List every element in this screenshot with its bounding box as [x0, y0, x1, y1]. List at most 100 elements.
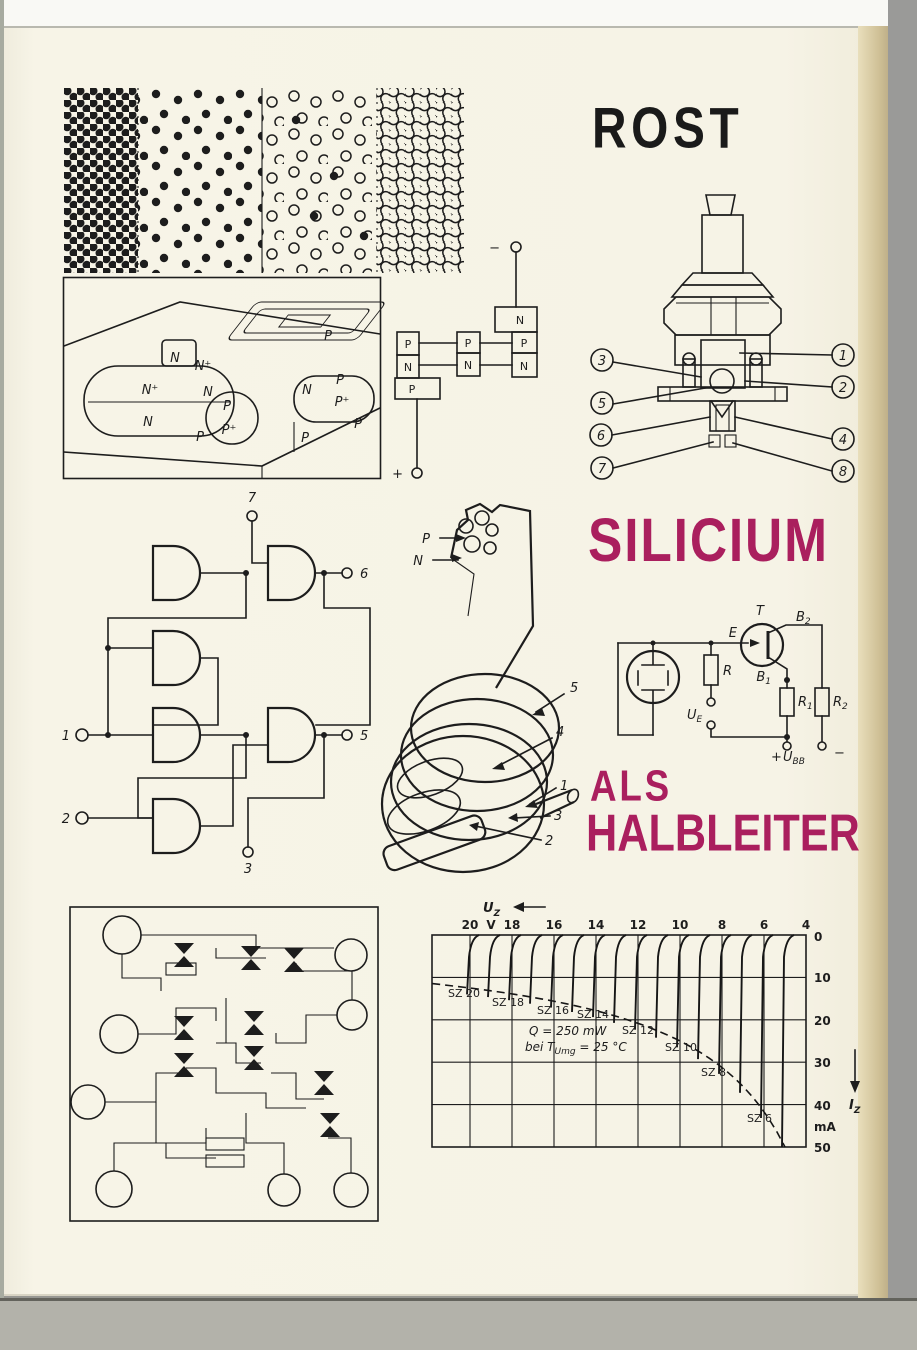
- power-annotation: Q = 250 mW bei TUmg = 25 °C: [525, 1024, 627, 1057]
- region-label: P: [324, 329, 332, 344]
- series-labels: SZ 20 SZ 18 SZ 16 SZ 14 SZ 12 SZ 10 SZ 8…: [448, 987, 772, 1125]
- region-label: P: [223, 399, 231, 414]
- y-axis-ticks: 0 10 20 30 40 50 mA: [814, 930, 837, 1155]
- fig-oscillator-circuit: T E B2 B1 R R1 R2 UE + UBB −: [590, 585, 890, 770]
- svg-text:B1: B1: [756, 670, 771, 687]
- svg-text:R1: R1: [798, 695, 813, 712]
- p-bubble: [205, 391, 259, 445]
- callout-number: 3: [598, 354, 606, 369]
- fig-pn-schematic: − + P N P P N N P N: [372, 228, 562, 483]
- scanner-edge-left: [0, 0, 4, 1350]
- terminal-label: 2: [62, 812, 70, 827]
- pn-cell-label: P: [521, 337, 528, 350]
- region-label: N: [302, 383, 312, 398]
- region-label: P: [354, 417, 362, 432]
- resistor-label: R: [723, 664, 732, 679]
- fig-planar-chip-block: N N⁺ N P N⁺ N P P⁺ P P N P P⁺ P: [62, 276, 385, 481]
- p-zone-label: P: [422, 532, 430, 547]
- scanner-edge-right: [888, 0, 917, 1350]
- svg-text:SZ 8: SZ 8: [701, 1066, 726, 1079]
- terminal-label: 1: [62, 729, 70, 744]
- svg-text:16: 16: [546, 918, 563, 932]
- callout-number: 6: [597, 429, 605, 444]
- callout-number: 1: [839, 349, 847, 364]
- svg-text:B2: B2: [796, 610, 811, 627]
- svg-text:10: 10: [672, 918, 689, 932]
- pn-cell-label: P: [405, 338, 412, 351]
- svg-text:IZ: IZ: [849, 1098, 861, 1116]
- power-limit-curve: [432, 982, 786, 1148]
- fig-crystal-coil: P N 5 4 1 3 2: [378, 496, 593, 881]
- svg-text:12: 12: [630, 918, 647, 932]
- scanner-edge-bottom: [0, 1298, 917, 1350]
- book-subtitle-halbleiter: HALBLEITER: [586, 803, 860, 862]
- pn-cell-label: N: [520, 360, 528, 373]
- zone-dense-acceptors: [64, 88, 138, 273]
- terminal-label: 7: [248, 491, 257, 506]
- author-name: ROST: [592, 97, 744, 161]
- book-fore-edge: [858, 26, 888, 1300]
- chart-plot-border: [431, 934, 807, 1148]
- zone-sparse-donors: [262, 88, 377, 273]
- n-region-outline: [83, 365, 235, 437]
- svg-text:18: 18: [504, 918, 521, 932]
- svg-text:14: 14: [588, 918, 605, 932]
- fig-ic-layout: [66, 903, 386, 1228]
- minus-terminal-label: −: [489, 241, 500, 256]
- svg-text:40: 40: [814, 1099, 831, 1113]
- terminal-label: 6: [360, 567, 368, 582]
- transistor-label: T: [756, 604, 765, 619]
- callout-number: 1: [560, 779, 568, 794]
- svg-text:SZ 6: SZ 6: [747, 1112, 772, 1125]
- terminal-label: 3: [244, 862, 252, 877]
- region-label: P: [336, 373, 344, 388]
- fig-diode-cutaway: 3 5 6 7 1 2 4 8: [575, 185, 905, 485]
- metal-traces: [105, 934, 353, 1174]
- svg-text:R2: R2: [833, 695, 848, 712]
- region-label: P⁺: [335, 395, 350, 410]
- callout-number: 2: [545, 834, 553, 849]
- terminal-label: 5: [360, 729, 368, 744]
- svg-text:UE: UE: [687, 708, 703, 725]
- region-label: P⁺: [222, 423, 237, 438]
- iv-curve-family: [466, 934, 795, 1148]
- svg-text:SZ 14: SZ 14: [577, 1008, 609, 1021]
- svg-text:SZ 10: SZ 10: [665, 1041, 697, 1054]
- fig-logic-circuit: 7 6 1 5 2 3: [58, 488, 388, 878]
- svg-text:30: 30: [814, 1056, 831, 1070]
- logic-wires: [87, 520, 371, 848]
- svg-text:SZ 20: SZ 20: [448, 987, 480, 1000]
- svg-text:4: 4: [802, 918, 810, 932]
- callout-number: 7: [598, 462, 607, 477]
- scanner-edge-top: [0, 0, 917, 28]
- minus-label: −: [834, 746, 845, 761]
- zone-dense-donors: [377, 88, 464, 273]
- callout-number: 4: [556, 725, 564, 740]
- book-subtitle-als: ALS: [590, 762, 672, 811]
- chart-grid: [432, 935, 806, 1147]
- svg-text:bei TUmg = 25 °C: bei TUmg = 25 °C: [525, 1040, 627, 1057]
- region-label: N⁺: [195, 359, 212, 374]
- svg-text:SZ 18: SZ 18: [492, 996, 524, 1009]
- svg-text:50: 50: [814, 1141, 831, 1155]
- callout-number: 4: [839, 433, 847, 448]
- x-axis-unit: V: [486, 918, 496, 932]
- pn-cell-label: P: [409, 383, 416, 396]
- circuit-wires: [617, 624, 823, 742]
- svg-text:10: 10: [814, 971, 831, 985]
- region-label: P: [196, 430, 204, 445]
- callout-number: 3: [554, 809, 562, 824]
- svg-text:SZ 12: SZ 12: [622, 1024, 654, 1037]
- fig-iv-chart: UZ 20 V 18 16 14 12 10 8 6 4 0 10 20 30 …: [425, 885, 905, 1170]
- pn-cell-label: N: [464, 359, 472, 372]
- top-metal-pattern: [228, 301, 385, 341]
- svg-text:20: 20: [462, 918, 479, 932]
- svg-text:6: 6: [760, 918, 768, 932]
- svg-text:0: 0: [814, 930, 822, 944]
- svg-text:8: 8: [718, 918, 726, 932]
- x-axis-ticks: 20 V 18 16 14 12 10 8 6 4: [462, 918, 811, 932]
- book-title: SILICIUM: [588, 505, 829, 575]
- region-label: N: [170, 351, 180, 366]
- bond-pads: [70, 915, 369, 1208]
- fig-diffusion-dots: [64, 88, 464, 273]
